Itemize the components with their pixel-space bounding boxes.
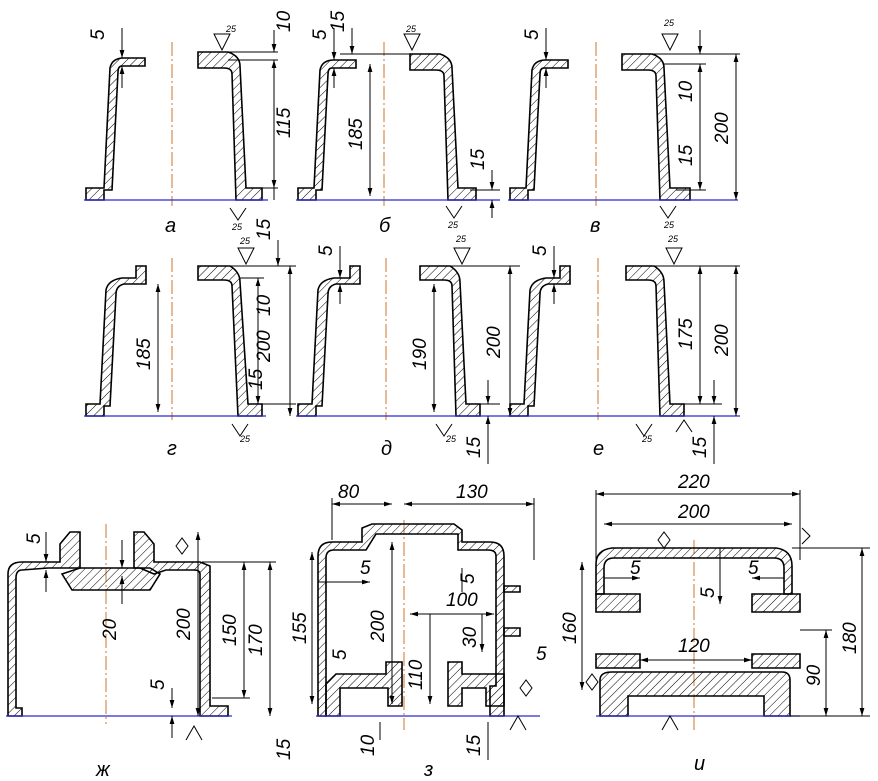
figure-i: 220 200 5 5 5 160 120 90 180 и xyxy=(560,472,870,775)
caption-d: д xyxy=(381,438,392,460)
dim-i-s5a: 5 xyxy=(630,558,641,579)
roughness-a-bot: 25 xyxy=(231,222,243,232)
caption-a: а xyxy=(165,215,176,237)
figure-z: 80 130 5 5 5 5 155 200 100 30 110 10 15 … xyxy=(290,482,547,781)
dim-zh-h200: 200 xyxy=(174,608,195,641)
dim-i-h160: 160 xyxy=(560,612,581,644)
dim-e-h1: 175 xyxy=(676,318,697,350)
roughness-b-bot: 25 xyxy=(447,220,459,230)
roughness-g-top: 25 xyxy=(239,236,251,246)
figure-a: 5 10 115 25 25 а xyxy=(84,10,295,237)
dim-zh-b5: 5 xyxy=(148,679,169,690)
roughness-b-top: 25 xyxy=(405,24,417,34)
dim-g-r2: 200 xyxy=(254,330,275,363)
dim-i-w200: 200 xyxy=(677,502,710,523)
dim-z-w80: 80 xyxy=(338,482,360,503)
roughness-v-top: 25 xyxy=(663,18,675,28)
dim-g-r3b: 15 xyxy=(246,368,267,390)
dim-a-right-top: 10 xyxy=(274,10,295,32)
dim-g-r3: 15 xyxy=(254,218,275,240)
figure-d: 5 190 200 15 25 25 д xyxy=(296,234,520,464)
dim-a-top: 5 xyxy=(88,29,109,40)
dim-v-total: 200 xyxy=(712,112,733,145)
dim-e-h2: 200 xyxy=(712,324,733,357)
dim-z-s5a: 5 xyxy=(360,558,371,579)
dim-z-b15: 15 xyxy=(464,734,485,756)
dim-d-bot: 15 xyxy=(464,436,485,458)
roughness-g-bot: 25 xyxy=(239,434,251,444)
dim-z-s5d: 5 xyxy=(536,644,547,665)
figure-e: 5 175 200 15 25 25 е xyxy=(508,234,740,464)
dim-d-height: 190 xyxy=(410,338,431,370)
dim-e-bot: 15 xyxy=(690,436,711,458)
dim-zh-h150: 150 xyxy=(220,614,241,646)
dim-i-w220: 220 xyxy=(677,472,710,493)
roughness-v-bot: 25 xyxy=(663,220,675,230)
figure-v: 5 10 15 200 25 25 в xyxy=(508,18,740,237)
dim-b-top2: 15 xyxy=(328,10,349,32)
caption-zh: ж xyxy=(95,759,111,781)
figure-g: 185 10 200 15 15 25 25 г xyxy=(84,218,296,460)
figure-zh: 5 20 200 150 170 5 15 ж xyxy=(6,524,295,781)
dim-i-w120: 120 xyxy=(678,636,710,657)
dim-v-right-top: 10 xyxy=(676,80,697,102)
dim-e-top: 5 xyxy=(530,245,551,256)
dim-i-h90: 90 xyxy=(804,664,825,686)
dim-i-s5b: 5 xyxy=(748,558,759,579)
dim-z-h155: 155 xyxy=(290,612,311,644)
caption-b: б xyxy=(379,215,391,237)
dim-z-b10: 10 xyxy=(358,734,379,756)
dim-d-top: 5 xyxy=(316,245,337,256)
dim-z-w30: 30 xyxy=(460,626,481,648)
dim-b-top: 5 xyxy=(310,29,331,40)
caption-e: е xyxy=(593,438,604,460)
figure-b: 5 15 185 15 25 25 б xyxy=(296,10,500,237)
dim-z-s5c: 5 xyxy=(330,649,351,660)
dim-z-s5b: 5 xyxy=(458,573,479,584)
dim-d-total: 200 xyxy=(484,326,505,359)
roughness-d-bot: 25 xyxy=(445,434,457,444)
dim-z-w130: 130 xyxy=(456,482,488,503)
dim-z-w100: 100 xyxy=(446,590,478,611)
dim-zh-b15: 15 xyxy=(274,738,295,760)
dim-g-r1: 10 xyxy=(254,294,275,316)
dim-z-w110: 110 xyxy=(406,659,427,690)
dim-a-right-mid: 115 xyxy=(274,107,295,138)
dim-b-height: 185 xyxy=(346,118,367,150)
roughness-e-bot: 25 xyxy=(641,434,653,444)
dim-zh-top: 5 xyxy=(24,533,45,544)
caption-i: и xyxy=(694,753,705,775)
dim-i-h180: 180 xyxy=(840,622,861,654)
caption-v: в xyxy=(590,215,600,237)
caption-z: з xyxy=(423,759,433,781)
roughness-d-top: 25 xyxy=(455,234,467,244)
roughness-e-top: 25 xyxy=(667,234,679,244)
dim-z-h200: 200 xyxy=(368,610,389,643)
dim-g-height: 185 xyxy=(134,338,155,370)
dim-v-top: 5 xyxy=(522,29,543,40)
dim-zh-d20: 20 xyxy=(100,618,121,641)
roughness-a-top: 25 xyxy=(225,24,237,34)
dim-b-right-bot: 15 xyxy=(468,148,489,170)
dim-v-right-mid: 15 xyxy=(676,144,697,166)
dim-zh-h170: 170 xyxy=(246,624,267,656)
dim-i-s5c: 5 xyxy=(698,587,719,598)
caption-g: г xyxy=(167,438,177,460)
